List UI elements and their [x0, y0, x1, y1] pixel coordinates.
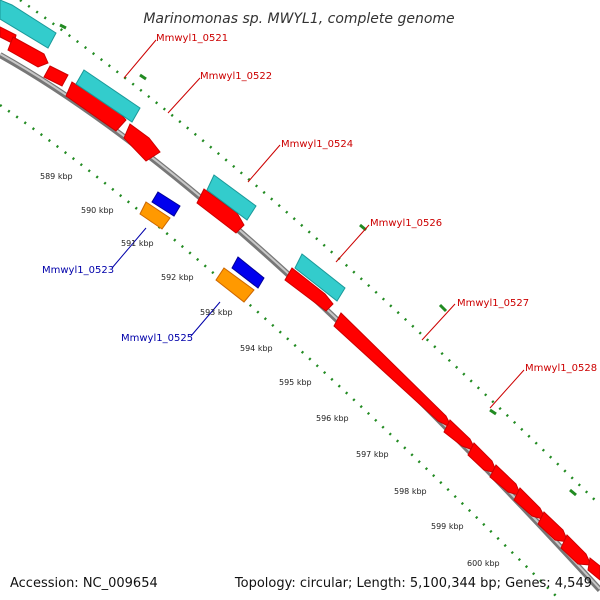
gene-label-0525: Mmwyl1_0525 [121, 333, 193, 344]
leader-0524 [247, 144, 281, 183]
gene-label-0523: Mmwyl1_0523 [42, 265, 114, 276]
rna-0525[interactable] [215, 267, 255, 303]
gene-label-0526: Mmwyl1_0526 [370, 218, 442, 229]
cds-0523[interactable] [151, 191, 181, 217]
cds-0529[interactable] [587, 557, 600, 581]
feature-teal-3[interactable] [206, 174, 257, 221]
inner-dotted-ring [0, 103, 561, 600]
tick-label-594: 594 kbp [240, 344, 273, 353]
gene-label-0528: Mmwyl1_0528 [525, 363, 597, 374]
leader-0526 [335, 224, 370, 263]
tick-label-593: 593 kbp [200, 308, 233, 317]
cds-0527[interactable] [333, 312, 454, 430]
leader-lines [111, 39, 525, 409]
tick-label-599: 599 kbp [431, 522, 464, 531]
cds-0528a[interactable] [467, 442, 498, 474]
cds-0528c[interactable] [513, 487, 547, 521]
cds-0528e[interactable] [560, 534, 592, 566]
rna-0523[interactable] [139, 201, 171, 230]
feature-teal-2[interactable] [75, 69, 141, 123]
tick-label-595: 595 kbp [279, 378, 312, 387]
leader-0523 [111, 227, 147, 269]
cds-0528b[interactable] [489, 464, 522, 497]
cds-0522a[interactable] [7, 36, 49, 68]
cds-0527b[interactable] [443, 419, 478, 452]
genome-summary-text: Topology: circular; Length: 5,100,344 bp… [234, 576, 592, 591]
tick-label-590: 590 kbp [81, 206, 114, 215]
cds-0522b[interactable] [43, 65, 69, 87]
leader-0521 [123, 39, 157, 79]
forward-teal-features [0, 0, 346, 302]
gene-label-0522: Mmwyl1_0522 [200, 71, 272, 82]
feature-teal-4[interactable] [294, 253, 346, 302]
leader-0525 [190, 301, 221, 337]
map-title: Marinomonas sp. MWYL1, complete genome [143, 11, 454, 27]
forward-cds-features [0, 26, 600, 581]
leader-0522 [167, 77, 201, 114]
cds-0525[interactable] [231, 256, 265, 289]
outer-tick-marks [59, 23, 577, 497]
feature-teal-1[interactable] [0, 0, 57, 49]
outer-dotted-ring [19, 0, 600, 506]
gene-label-0527: Mmwyl1_0527 [457, 298, 529, 309]
tick-labels: 589 kbp 590 kbp 591 kbp 592 kbp 593 kbp … [40, 172, 500, 568]
tick-label-589: 589 kbp [40, 172, 73, 181]
gene-labels: Mmwyl1_0521 Mmwyl1_0522 Mmwyl1_0524 Mmwy… [42, 33, 597, 374]
tick-label-600: 600 kbp [467, 559, 500, 568]
gene-label-0521: Mmwyl1_0521 [156, 33, 228, 44]
tick-label-591: 591 kbp [121, 239, 154, 248]
gene-label-0524: Mmwyl1_0524 [281, 139, 353, 150]
cds-0522d[interactable] [123, 123, 161, 162]
tick-label-592: 592 kbp [161, 273, 194, 282]
tick-label-597: 597 kbp [356, 450, 389, 459]
tick-label-598: 598 kbp [394, 487, 427, 496]
leader-0527 [421, 303, 456, 341]
tick-label-596: 596 kbp [316, 414, 349, 423]
reverse-features [139, 191, 265, 303]
leader-0528 [489, 369, 525, 409]
accession-text: Accession: NC_009654 [10, 576, 158, 591]
cds-0526[interactable] [284, 267, 334, 312]
cds-0528d[interactable] [537, 511, 569, 543]
